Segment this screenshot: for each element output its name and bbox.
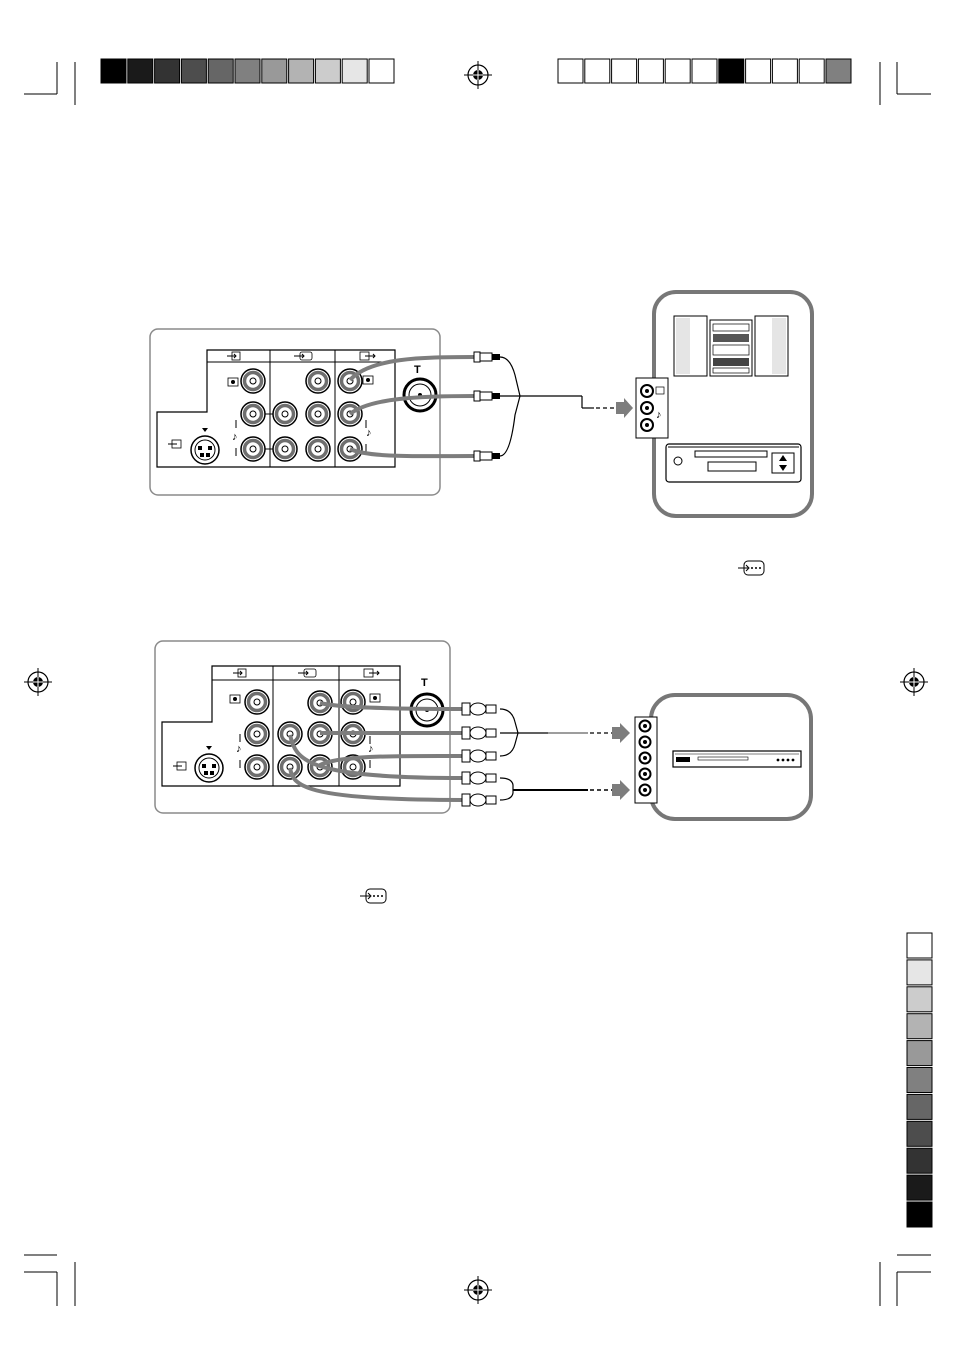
rca-plug [462,727,496,739]
calibration-swatch [181,59,206,83]
rca-jack [306,402,330,426]
calibration-swatch [289,59,314,83]
calibration-swatch [746,59,771,83]
calibration-swatch [665,59,690,83]
calibration-swatch [907,1014,932,1039]
calibration-swatch [719,59,744,83]
calibration-swatch [907,1121,932,1146]
calibration-column-right [907,933,932,1227]
rca-plug [474,451,500,461]
audio-note-icon: ♪ [232,431,238,443]
calibration-swatch [692,59,717,83]
calibration-swatch [262,59,287,83]
rca-plug [462,794,496,806]
calibration-swatch [315,59,340,83]
calibration-bar-top-left [101,59,394,83]
calibration-swatch [612,59,637,83]
calibration-swatch [558,59,583,83]
rca-plug [474,391,500,401]
registration-crosshair-icon [900,668,928,696]
calibration-swatch [208,59,233,83]
rca-jack [273,402,297,426]
calibration-swatch [907,1041,932,1066]
calibration-swatch [907,1175,932,1200]
audio-note-icon: ♪ [366,427,372,439]
vcr [666,444,801,482]
connection-arrow [612,723,630,743]
registration-crosshair-icon [464,1276,492,1304]
rca-jack [273,437,297,461]
audio-note-icon: ♪ [236,743,242,755]
calibration-swatch [772,59,797,83]
calibration-swatch [235,59,260,83]
antenna-T-icon: T [421,677,428,689]
calibration-swatch [585,59,610,83]
rca-jack [241,437,265,461]
calibration-swatch [907,1068,932,1093]
rca-plug [462,772,496,784]
calibration-swatch [155,59,180,83]
rca-plug [462,703,496,715]
registration-crosshair-icon [464,61,492,89]
calibration-swatch [342,59,367,83]
calibration-swatch [101,59,126,83]
calibration-swatch [638,59,663,83]
diagram-1-audio-vcr-connection: ♪ ♪ T [150,292,812,516]
rca-jack [241,402,265,426]
calibration-swatch [907,960,932,985]
calibration-swatch [907,1094,932,1119]
connection-arrow [616,398,633,418]
diagram-2-dvd-connection: ♪ ♪ T [155,641,811,819]
calibration-swatch [907,987,932,1012]
rca-plug [474,352,500,362]
rca-jack [245,722,269,746]
antenna-T-icon: T [414,364,421,376]
device-input-jacks: ♪ [636,378,668,438]
rca-jack [306,369,330,393]
rca-jack [241,369,265,393]
rca-jack [306,437,330,461]
rca-jack [278,722,302,746]
calibration-swatch [128,59,153,83]
calibration-swatch [907,933,932,958]
svg-text:♪: ♪ [656,409,662,421]
connection-arrow [612,780,630,800]
audio-note-icon: ♪ [368,743,374,755]
calibration-bar-top-right [558,59,851,83]
component-input-icon [738,561,764,575]
calibration-swatch [826,59,851,83]
rca-jack [245,755,269,779]
dvd-player [673,751,801,767]
component-input-icon [360,889,386,903]
calibration-swatch [369,59,394,83]
device-input-jacks [635,717,657,803]
calibration-swatch [799,59,824,83]
calibration-swatch [907,1202,932,1227]
rca-plug [462,750,496,762]
calibration-swatch [907,1148,932,1173]
rca-jack [341,690,365,714]
rca-jack [245,690,269,714]
registration-crosshair-icon [24,668,52,696]
rca-jack [278,755,302,779]
audio-system [674,316,788,376]
